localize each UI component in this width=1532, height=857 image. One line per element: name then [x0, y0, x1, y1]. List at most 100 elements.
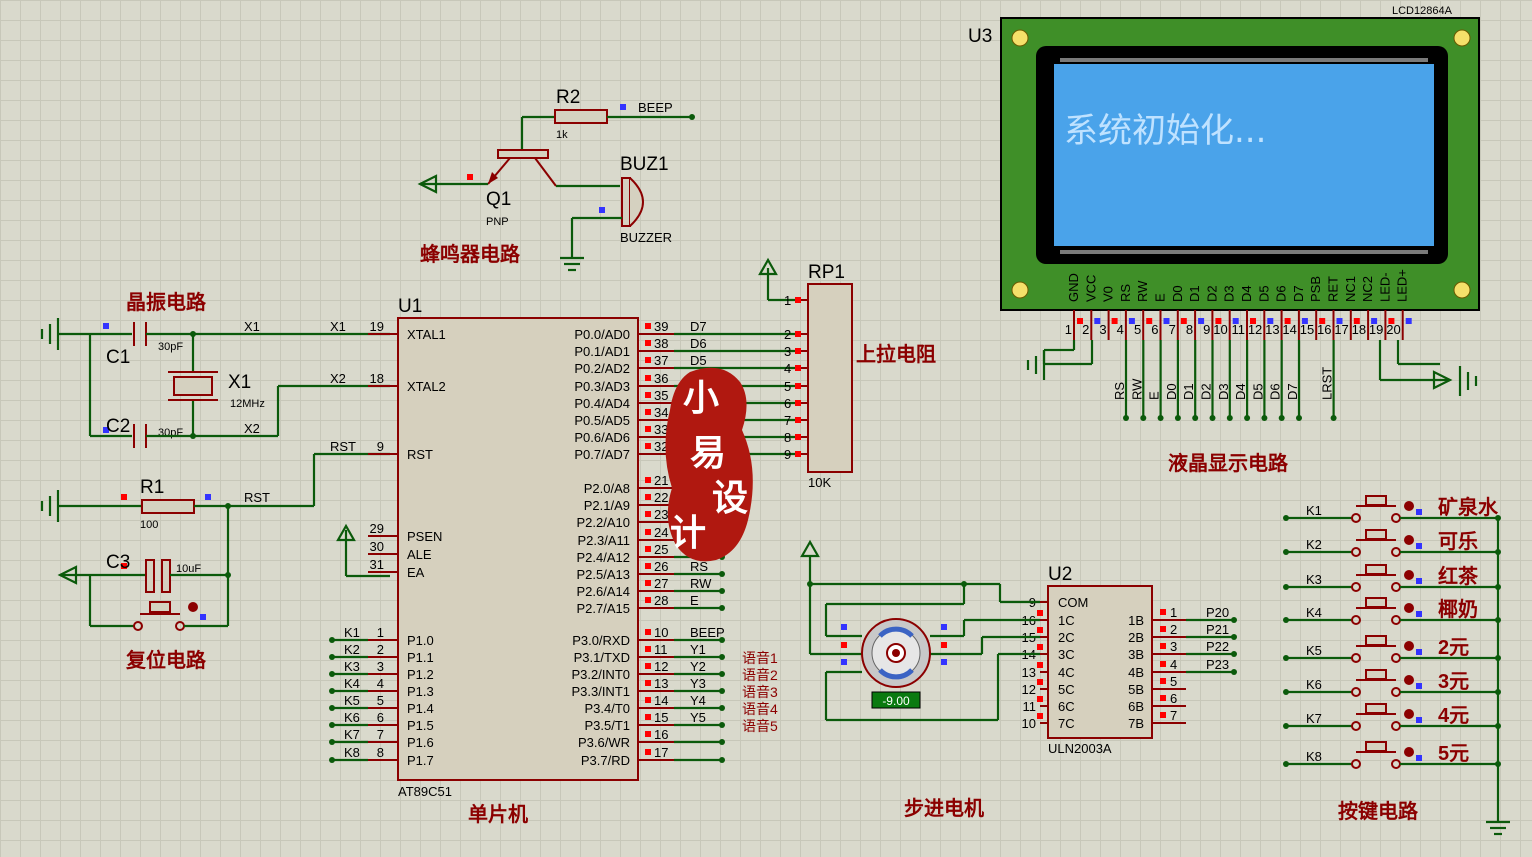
reset-button[interactable]	[88, 575, 228, 631]
lcd-pin-8[interactable]: 8D1	[1186, 285, 1205, 340]
key-label: 可乐	[1438, 530, 1478, 553]
pin-name: XTAL2	[407, 379, 446, 394]
pin-number: 12	[654, 659, 668, 674]
pin-number: 2	[1082, 322, 1089, 337]
transistor-q1[interactable]: Q1 PNP	[417, 117, 620, 228]
resistor-r2[interactable]: R2 1k BEEP	[522, 87, 695, 141]
key-net: K6	[1306, 677, 1322, 692]
lcd-pin-3[interactable]: 3V0	[1099, 286, 1118, 340]
pin-number: 8	[377, 745, 384, 760]
pin-name: P2.1/A9	[584, 498, 630, 513]
motor-readout: -9.00	[882, 694, 910, 708]
mcu-pin-6[interactable]: 6P1.5K6	[329, 710, 434, 733]
stepper-motor[interactable]: -9.00	[800, 539, 1040, 722]
lcd-pin-4[interactable]: 4RS	[1117, 284, 1135, 340]
mcu-pin-3[interactable]: 3P1.2K3	[329, 659, 434, 682]
buzzer-buz1[interactable]: BUZ1 BUZZER	[560, 154, 672, 272]
label-crystal-circuit: 晶振电路	[126, 290, 207, 314]
lcd-pin-6[interactable]: 6E	[1151, 293, 1170, 340]
uln-pin-7[interactable]: 77B	[1128, 708, 1186, 731]
mcu-pin-8[interactable]: 8P1.7K8	[329, 745, 434, 768]
lcd-bus-rs: RS	[1112, 382, 1127, 400]
capacitor-c3[interactable]: C3 10uF	[57, 552, 231, 593]
svg-text:Q1: Q1	[486, 189, 511, 210]
pin-name: P1.0	[407, 633, 434, 648]
capacitor-c1[interactable]: C1 30pF	[103, 322, 183, 368]
uln-pin-5[interactable]: 55B	[1128, 674, 1186, 697]
resistor-r1[interactable]: R1 100	[121, 477, 211, 531]
lcd-u3[interactable]: 系统初始化... U3 LCD12864A 1GND2VCC3V04RS5RW6…	[968, 5, 1480, 340]
mcu-pin-4[interactable]: 4P1.3K4	[329, 676, 434, 699]
capacitor-c2[interactable]: C2 30pF	[103, 416, 183, 448]
mcu-pin-1[interactable]: 1P1.0K1	[329, 625, 434, 648]
lcd-pin-9[interactable]: 9D2	[1203, 285, 1222, 340]
mcu-pin-5[interactable]: 5P1.4K5	[329, 693, 434, 716]
lcd-bus-d5: D5	[1250, 383, 1265, 400]
lcd-pin-7[interactable]: 7D0	[1169, 285, 1187, 340]
mcu-pin-7[interactable]: 7P1.6K7	[329, 727, 434, 750]
label-buzzer-circuit: 蜂鸣器电路	[420, 242, 521, 266]
uln-pin-6[interactable]: 66B	[1128, 691, 1186, 714]
pin-name: P1.1	[407, 650, 434, 665]
mcu-u1[interactable]: U1 AT89C51 19XTAL118XTAL29RST29PSEN30ALE…	[329, 296, 800, 799]
reset-circuit: R1 100 RST RST C3 10uF	[40, 439, 390, 631]
mcu-pin-2[interactable]: 2P1.1K2	[329, 642, 434, 665]
crystal-circuit: C1 30pF C2 30pF X1 12MHz X1 X1 X2 X2	[40, 318, 390, 448]
lcd-pin-5[interactable]: 5RW	[1134, 280, 1153, 340]
crystal-x1[interactable]: X1 12MHz	[168, 331, 265, 439]
